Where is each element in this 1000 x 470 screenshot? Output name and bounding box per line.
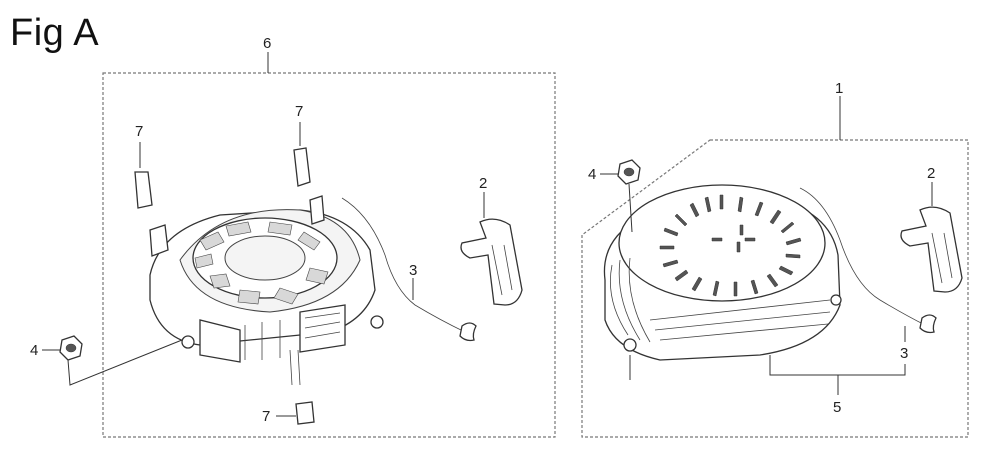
callout-7-b: 7 bbox=[295, 103, 303, 120]
callout-2-left: 2 bbox=[479, 175, 487, 192]
callout-5: 5 bbox=[833, 399, 841, 416]
assembly-6-group: 6 bbox=[30, 35, 556, 438]
housing-vents bbox=[659, 194, 802, 297]
callout-4-right: 4 bbox=[588, 166, 596, 183]
callout-1: 1 bbox=[835, 80, 843, 97]
flange-nut-right bbox=[617, 159, 641, 185]
assembly-6-frame bbox=[102, 72, 556, 438]
starter-rope-right bbox=[799, 187, 926, 326]
assembly-1-group: 1 bbox=[581, 80, 969, 438]
callout-3-left: 3 bbox=[409, 262, 417, 279]
callout-6: 6 bbox=[263, 35, 271, 52]
callout-2-right: 2 bbox=[927, 165, 935, 182]
pawl-part-a bbox=[134, 171, 153, 209]
starter-handle-right bbox=[900, 206, 963, 293]
flange-nut-left bbox=[59, 335, 83, 361]
pawl-part-c bbox=[295, 401, 315, 425]
starter-handle-left bbox=[460, 218, 523, 306]
callout-7-a: 7 bbox=[135, 123, 143, 140]
callout-3-right: 3 bbox=[900, 345, 908, 362]
recoil-starter-housing-left bbox=[149, 195, 384, 386]
starter-rope-left bbox=[341, 197, 466, 333]
rope-clip-left bbox=[459, 322, 477, 342]
recoil-starter-housing-right bbox=[603, 184, 842, 361]
figure-title: Fig A bbox=[10, 12, 100, 54]
assembly-1-frame bbox=[581, 139, 969, 438]
pawl-part-b bbox=[293, 147, 311, 187]
rope-clip-right bbox=[919, 314, 937, 334]
callout-4-left: 4 bbox=[30, 342, 38, 359]
callout-7-c: 7 bbox=[262, 408, 270, 425]
